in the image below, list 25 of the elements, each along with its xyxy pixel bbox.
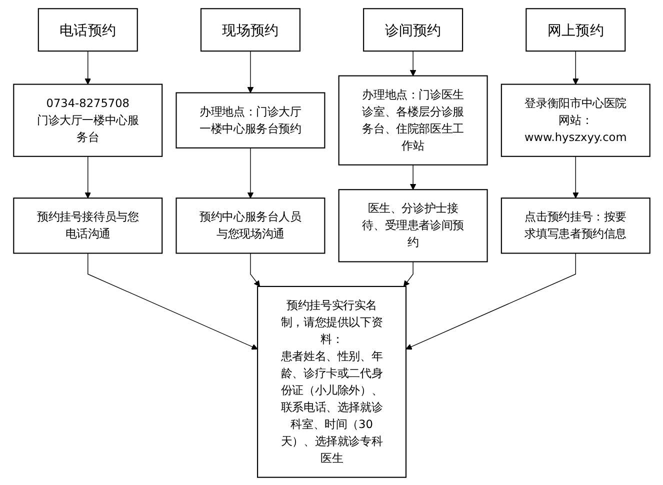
- arrow: [572, 50, 578, 84]
- arrow: [403, 260, 414, 286]
- arrow: [247, 147, 254, 198]
- node-box: 预约挂号接待员与您电话沟通: [12, 197, 162, 254]
- node-box: 点击预约挂号：按要求填写患者预约信息: [500, 197, 650, 254]
- node-box: 预约中心服务台人员与您现场沟通: [175, 197, 325, 254]
- arrow: [87, 252, 258, 350]
- arrow: [247, 50, 254, 93]
- arrow: [410, 164, 416, 190]
- node-box: 办理地点：门诊医生诊室、各楼层分诊服务台、住院部医生工作站: [338, 74, 488, 165]
- node-box: 登录衡阳市中心医院网站：www.hyszxyy.com: [500, 83, 650, 156]
- node-box: 办理地点：门诊大厅一楼中心服务台预约: [175, 92, 325, 148]
- node-box: 0734-8275708 门诊大厅一楼中心服务台: [12, 83, 162, 156]
- node-box: 预约挂号实行实名制，请您提供以下资料： 患者姓名、性别、年龄、诊疗卡或二代身份证（小儿除外）、联系电话、选择就诊科室、时间（30天）、选择就诊专科医生: [256, 285, 406, 478]
- arrow: [84, 50, 91, 84]
- node-box: 医生、分诊护士接待、受理患者诊间预约: [338, 188, 488, 262]
- arrow: [410, 50, 416, 76]
- arrow: [84, 156, 91, 198]
- arrow: [572, 156, 578, 198]
- arrow: [250, 252, 260, 286]
- node-box: 现场预约: [200, 8, 300, 52]
- node-box: 电话预约: [38, 8, 138, 52]
- node-box: 网上预约: [525, 8, 626, 52]
- arrow: [405, 252, 576, 350]
- node-box: 诊间预约: [362, 8, 463, 52]
